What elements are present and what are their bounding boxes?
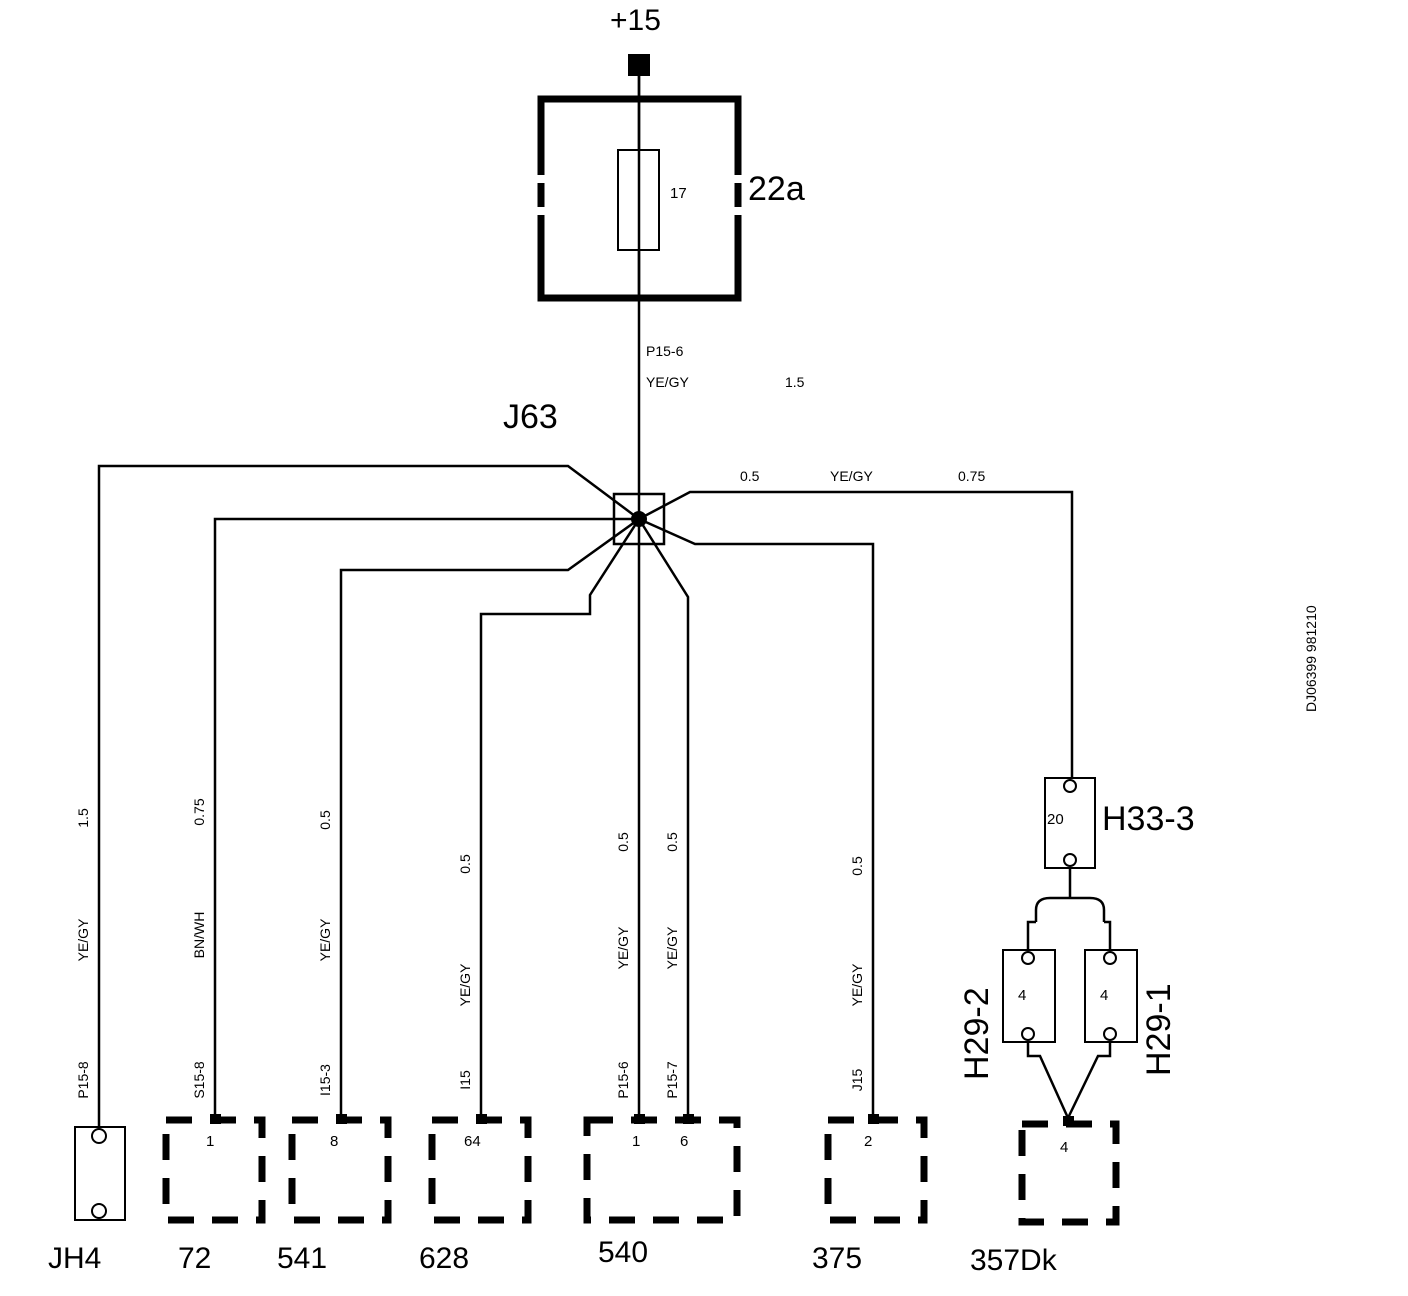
pin-540-6: 6 [680, 1133, 688, 1150]
wire-size-label: 0.75 [191, 798, 207, 825]
wire-pin-label: P15-8 [75, 1061, 91, 1099]
right-wire-size-a: 0.5 [740, 468, 760, 484]
wire-541 [339, 517, 640, 1118]
wire-size-label: 0.5 [615, 832, 631, 852]
pin-375: 2 [864, 1133, 872, 1150]
h33-label: H33-3 [1102, 800, 1195, 838]
fuse-box-label: 22a [748, 170, 805, 208]
component-375-box [824, 1116, 928, 1224]
wire-628 [479, 518, 641, 1118]
wire-color-label: YE/GY [664, 926, 680, 969]
fuse-box [537, 76, 742, 302]
junction-label: J63 [503, 398, 558, 436]
h29-2-connector [1002, 949, 1056, 1043]
wire-color-label: YE/GY [75, 918, 91, 961]
wire-pin-label: J15 [849, 1069, 865, 1092]
wire-size-label: 0.5 [849, 856, 865, 876]
wire-540-6 [637, 518, 690, 1118]
wire-size-label: 0.5 [457, 854, 473, 874]
wire-to-h33 [638, 490, 1074, 780]
h29-2-label: H29-2 [958, 987, 996, 1080]
wire-color-label: BN/WH [191, 912, 207, 959]
component-357dk-box [1018, 1120, 1120, 1226]
component-541-label: 541 [277, 1242, 327, 1275]
doc-id: DJ06399 981210 [1303, 605, 1319, 712]
h29-1-connector [1084, 949, 1138, 1043]
component-375-label: 375 [812, 1242, 862, 1275]
pin-72: 1 [206, 1133, 214, 1150]
wire-size-label: 0.5 [317, 810, 333, 830]
h29-2-pin: 4 [1018, 987, 1026, 1004]
supply-label: +15 [610, 4, 661, 37]
component-541-box [288, 1116, 392, 1224]
fuse-number: 17 [670, 185, 687, 202]
wire-size-label: 1.5 [75, 808, 91, 828]
component-540-label: 540 [598, 1236, 648, 1269]
wire-pin-label: P15-7 [664, 1061, 680, 1099]
pin-357dk: 4 [1060, 1139, 1068, 1156]
h29-merge [1026, 1042, 1112, 1119]
wire-pin-label: P15-6 [615, 1061, 631, 1099]
component-jh4-label: JH4 [48, 1242, 101, 1275]
wire-375 [638, 517, 875, 1118]
wire-color-label: YE/GY [457, 963, 473, 1006]
main-wire-pin: P15-6 [646, 343, 684, 359]
pin-541: 8 [330, 1133, 338, 1150]
wire-72 [213, 517, 639, 1118]
h29-1-pin: 4 [1100, 987, 1108, 1004]
wire-size-label: 0.5 [664, 832, 680, 852]
pin-628: 64 [464, 1133, 481, 1150]
wire-color-label: YE/GY [615, 926, 631, 969]
component-72-label: 72 [178, 1242, 211, 1275]
right-wire-size-b: 0.75 [958, 468, 985, 484]
right-wire-color: YE/GY [830, 468, 873, 484]
pin-540-1: 1 [632, 1133, 640, 1150]
main-wire-size: 1.5 [785, 374, 805, 390]
component-540-box [583, 1116, 741, 1224]
wire-color-label: YE/GY [317, 918, 333, 961]
wire-color-label: YE/GY [849, 963, 865, 1006]
wire-pin-label: S15-8 [191, 1061, 207, 1099]
main-wire-color: YE/GY [646, 374, 689, 390]
supply-terminal [628, 54, 650, 76]
wire-jh4 [97, 464, 640, 1130]
component-357dk-label: 357Dk [970, 1244, 1058, 1277]
split-brace [1034, 868, 1106, 911]
h29-1-label: H29-1 [1140, 983, 1178, 1076]
wire-pin-label: I15 [457, 1070, 473, 1090]
wire-pin-label: I15-3 [317, 1064, 333, 1096]
component-628-label: 628 [419, 1242, 469, 1275]
h33-pin: 20 [1047, 811, 1064, 828]
